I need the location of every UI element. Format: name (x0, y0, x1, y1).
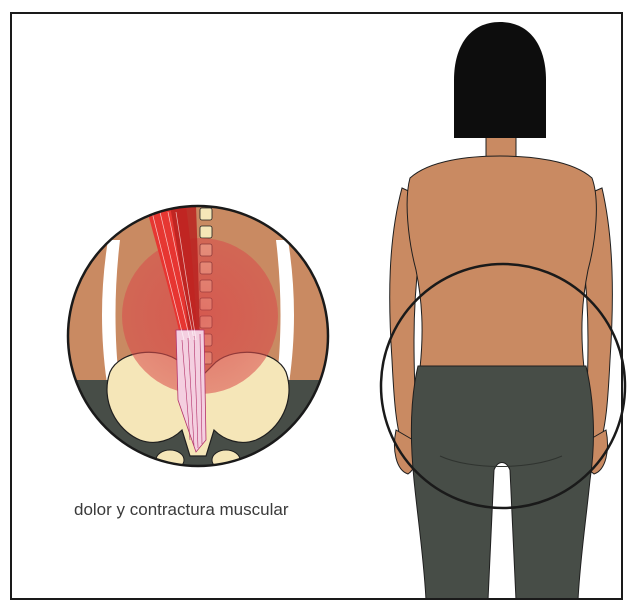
caption: dolor y contractura muscular (74, 500, 354, 520)
hair (454, 22, 546, 138)
pants (411, 366, 593, 600)
woman-back-view-icon (390, 22, 613, 600)
torso (407, 156, 596, 368)
magnified-lower-back-icon (68, 206, 328, 488)
